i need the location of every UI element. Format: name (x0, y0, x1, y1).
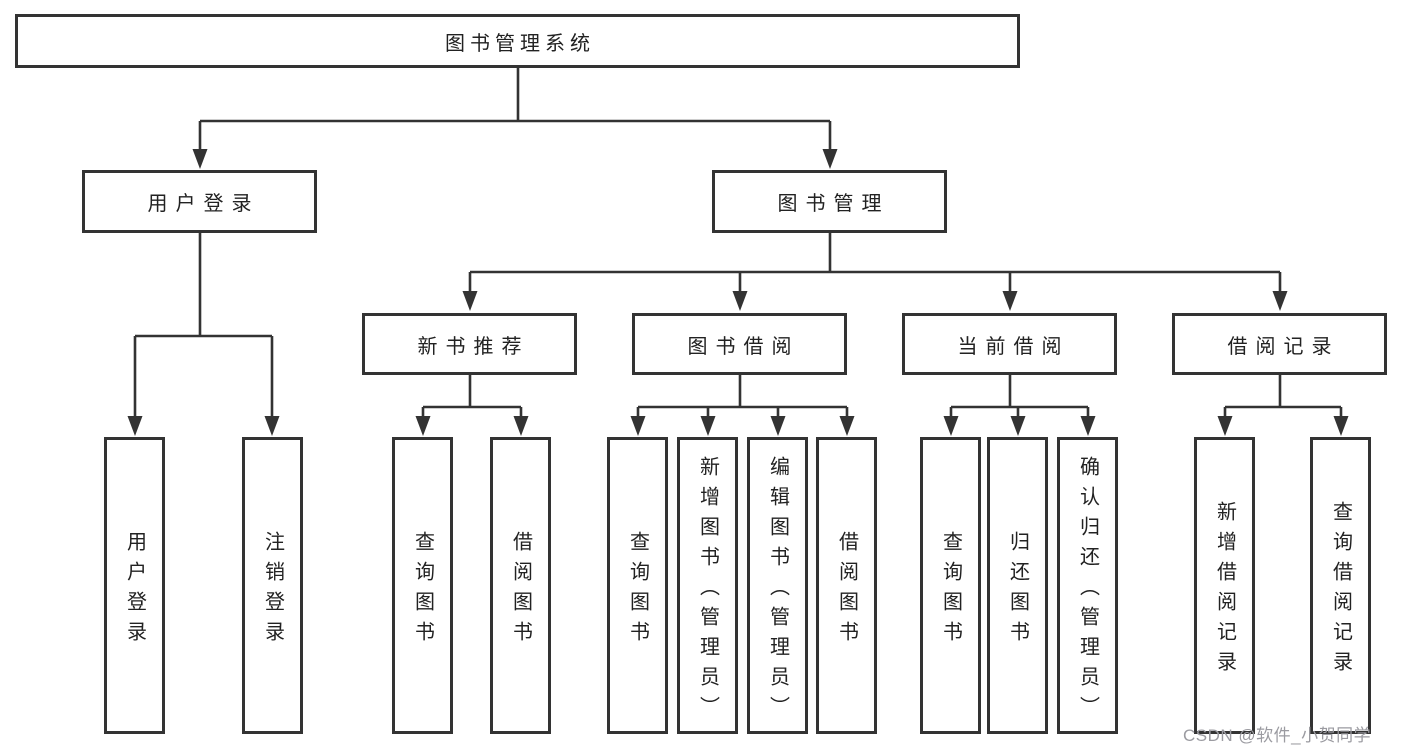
leaf-borrow-books-recommend: 借阅图书 (490, 437, 551, 734)
arrowhead-down (127, 416, 143, 436)
connector-book-management-to-level3 (462, 233, 1288, 311)
leaf-label: 新增借阅记录 (1213, 500, 1236, 681)
leaf-query-books-recommend: 查询图书 (392, 437, 453, 734)
node-book-borrowing: 图书借阅 (632, 313, 847, 375)
leaf-confirm-return-admin: 确认归还（管理员） (1057, 437, 1118, 734)
leaf-label: 借阅图书 (509, 530, 532, 651)
connector-user-login-to-children (127, 233, 280, 436)
connector-book-borrowing-to-children (630, 375, 855, 436)
node-new-book-recommendation: 新书推荐 (362, 313, 577, 375)
leaf-query-books-borrowing: 查询图书 (607, 437, 668, 734)
arrowhead-down (1080, 416, 1096, 436)
leaf-label: 确认归还（管理员） (1076, 455, 1099, 726)
arrowhead-down (1010, 416, 1026, 436)
arrowhead-down (630, 416, 646, 436)
csdn-watermark: CSDN @软件_小贺同学 (1183, 726, 1372, 745)
node-label: 图书管理 (777, 193, 890, 215)
arrowhead-down (839, 416, 855, 436)
leaf-edit-book-admin: 编辑图书（管理员） (747, 437, 808, 734)
node-label: 图书借阅 (687, 335, 800, 358)
arrowhead-down (513, 416, 529, 436)
arrowhead-down (1002, 291, 1018, 311)
leaf-query-borrow-record: 查询借阅记录 (1310, 437, 1371, 734)
node-label: 图书管理系统 (445, 32, 595, 55)
connector-current-borrowing-to-children (943, 375, 1096, 436)
arrowhead-down (732, 291, 748, 311)
leaf-return-books: 归还图书 (987, 437, 1048, 734)
arrowhead-down (770, 416, 786, 436)
leaf-borrow-books-borrowing: 借阅图书 (816, 437, 877, 734)
leaf-label: 查询借阅记录 (1329, 500, 1352, 681)
node-library-management-system: 图书管理系统 (15, 14, 1020, 68)
arrowhead-down (1272, 291, 1288, 311)
node-borrowing-records: 借阅记录 (1172, 313, 1387, 375)
leaf-add-book-admin: 新增图书（管理员） (677, 437, 738, 734)
leaf-add-borrow-record: 新增借阅记录 (1194, 437, 1255, 734)
leaf-label: 借阅图书 (835, 530, 858, 651)
arrowhead-down (462, 291, 478, 311)
arrowhead-down (1217, 416, 1233, 436)
leaf-label: 用户登录 (123, 530, 146, 651)
node-label: 当前借阅 (957, 335, 1070, 358)
leaf-label: 注销登录 (261, 530, 284, 651)
leaf-label: 编辑图书（管理员） (766, 455, 789, 726)
arrowhead-down (700, 416, 716, 436)
arrowhead-down (1333, 416, 1349, 436)
node-label: 用户登录 (147, 193, 260, 215)
connector-root-to-level2 (192, 68, 838, 169)
arrowhead-down (264, 416, 280, 436)
connector-borrowing-records-to-children (1217, 375, 1349, 436)
leaf-label: 查询图书 (626, 530, 649, 651)
arrowhead-down (822, 149, 838, 169)
leaf-logout: 注销登录 (242, 437, 303, 734)
connector-new-book-recommendation-to-children (415, 375, 529, 436)
leaf-label: 查询图书 (411, 530, 434, 651)
leaf-label: 归还图书 (1006, 530, 1029, 651)
leaf-user-login: 用户登录 (104, 437, 165, 734)
node-book-management: 图书管理 (712, 170, 947, 233)
leaf-label: 新增图书（管理员） (696, 455, 719, 726)
arrowhead-down (192, 149, 208, 169)
node-current-borrowing: 当前借阅 (902, 313, 1117, 375)
node-label: 借阅记录 (1227, 335, 1340, 358)
leaf-query-books-current: 查询图书 (920, 437, 981, 734)
arrowhead-down (415, 416, 431, 436)
leaf-label: 查询图书 (939, 530, 962, 651)
node-label: 新书推荐 (417, 335, 530, 358)
arrowhead-down (943, 416, 959, 436)
node-user-login: 用户登录 (82, 170, 317, 233)
